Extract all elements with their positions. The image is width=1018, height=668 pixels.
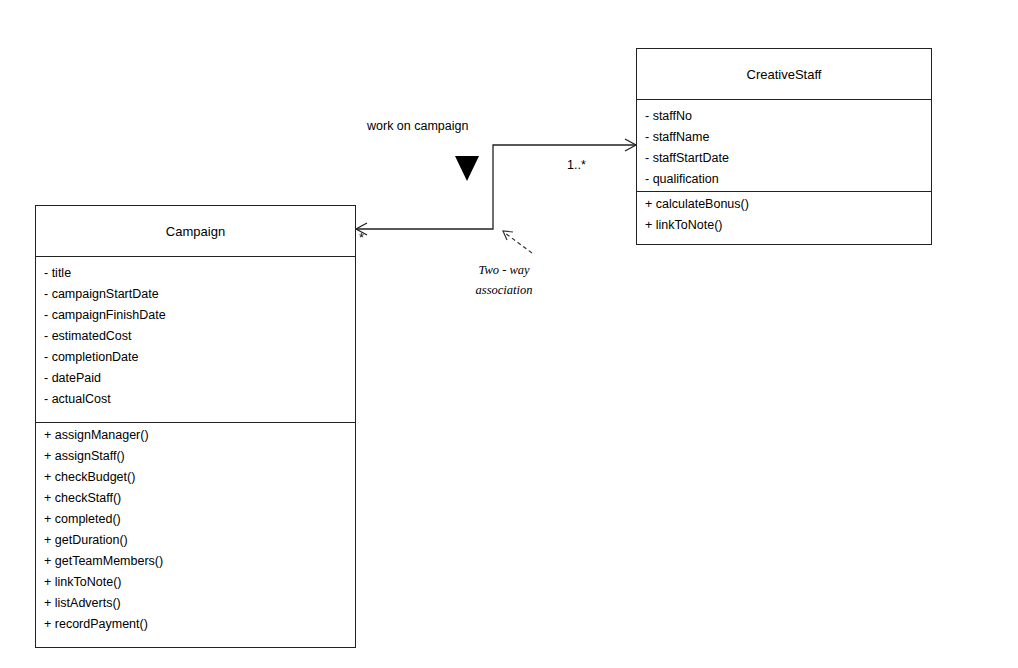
operation-section: + assignManager()+ assignStaff()+ checkB…	[36, 422, 355, 647]
operation: + recordPayment()	[36, 614, 355, 635]
attribute: - staffName	[637, 127, 931, 148]
operation: + completed()	[36, 509, 355, 530]
attribute: - datePaid	[36, 368, 355, 389]
attribute: - estimatedCost	[36, 326, 355, 347]
association-line	[356, 139, 636, 235]
association-name: work on campaign	[367, 119, 468, 133]
class-box: CreativeStaff - staffNo- staffName- staff…	[636, 48, 932, 245]
multiplicity: *	[359, 231, 364, 245]
class-name: Campaign	[166, 224, 225, 239]
callout-leader	[505, 233, 532, 253]
attribute: - staffNo	[637, 106, 931, 127]
attribute: - completionDate	[36, 347, 355, 368]
operation: + calculateBonus()	[637, 194, 931, 215]
operation: + assignStaff()	[36, 446, 355, 467]
class-name-section: CreativeStaff	[637, 49, 931, 99]
class-name-section: Campaign	[36, 206, 355, 256]
attribute-section: - title- campaignStartDate- campaignFini…	[36, 256, 355, 422]
operation-section: + calculateBonus()+ linkToNote()	[637, 191, 931, 244]
class-box: Campaign - title- campaignStartDate- camp…	[35, 205, 356, 648]
attribute: - staffStartDate	[637, 148, 931, 169]
operation: + checkBudget()	[36, 467, 355, 488]
attribute: - title	[36, 263, 355, 284]
callout-arrowhead	[503, 231, 513, 240]
attribute-section: - staffNo- staffName- staffStartDate- qu…	[637, 99, 931, 191]
direction-triangle	[455, 156, 479, 181]
operation: + assignManager()	[36, 425, 355, 446]
operation: + getDuration()	[36, 530, 355, 551]
operation: + linkToNote()	[637, 215, 931, 236]
callout-note: Two - way association	[456, 260, 552, 300]
class-name: CreativeStaff	[747, 67, 822, 82]
multiplicity: 1..*	[567, 158, 586, 172]
operation: + linkToNote()	[36, 572, 355, 593]
attribute: - qualification	[637, 169, 931, 190]
operation: + listAdverts()	[36, 593, 355, 614]
operation: + checkStaff()	[36, 488, 355, 509]
attribute: - campaignFinishDate	[36, 305, 355, 326]
attribute: - campaignStartDate	[36, 284, 355, 305]
attribute: - actualCost	[36, 389, 355, 410]
operation: + getTeamMembers()	[36, 551, 355, 572]
